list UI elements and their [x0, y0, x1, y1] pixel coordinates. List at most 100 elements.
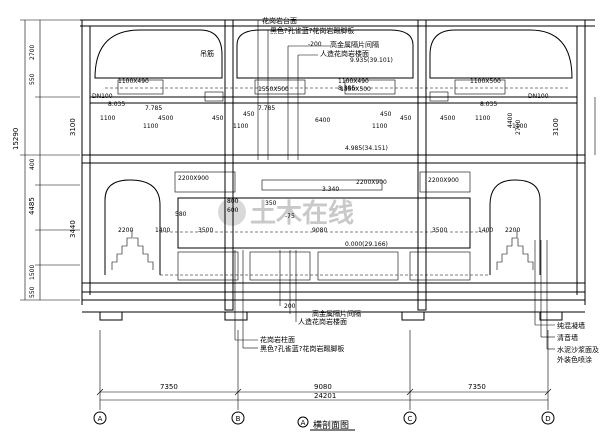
drawing-title: A 横剖面图 — [297, 416, 355, 431]
upper-dimensions: 1100 1100 4500 6400 4500 1100 1100 450 4… — [100, 111, 527, 130]
axis-A: A — [98, 415, 103, 423]
right-dim-2700: 2700 — [515, 120, 522, 135]
pipe-dn100-left: DN100 — [92, 93, 113, 100]
upper-dim-3: 4500 — [158, 115, 173, 122]
left-dim-1500: 1500 — [29, 265, 36, 280]
right-dim-4400: 4400 — [507, 113, 514, 128]
duct-size-4: 1550X500 — [340, 86, 371, 93]
upper-labels: 吊筋 1100X490 1550X500 1100X490 1550X500 1… — [92, 49, 549, 100]
structure-frame — [80, 19, 595, 321]
top-note-1: 花岗岩台面 — [262, 16, 297, 25]
duct-size-3: 1100X490 — [338, 78, 369, 85]
lower-dim-580: 580 — [175, 211, 187, 218]
lower-dim-350: 350 — [265, 200, 277, 207]
lower-dim-800: 800 — [227, 198, 239, 205]
elevation-8385: 8.385 — [338, 85, 355, 92]
span-dim-3: 7350 — [468, 383, 486, 391]
elevation-3340: 3.340 — [322, 186, 339, 193]
bottom-note-4: 高金属隔片间隔 — [312, 309, 361, 318]
lower-dim-1400a: 1400 — [155, 227, 170, 234]
left-dim-550b: 550 — [29, 286, 36, 298]
top-note-5: 人造花岗岩楼面 — [320, 49, 369, 58]
upper-dim-10: 450 — [243, 111, 255, 118]
top-leaders — [257, 19, 330, 160]
top-note-4: 高金属隔片间隔 — [330, 40, 379, 49]
title-marker: A — [301, 419, 306, 427]
lower-dim-2200b: 2200 — [505, 227, 520, 234]
upper-dim-5: 4500 — [440, 115, 455, 122]
lower-dimensions: 2200 1400 3500 9080 3500 1400 2200 800 6… — [118, 198, 520, 234]
top-note-2: 黑色?孔雀蓝?花岗岩踢脚板 — [270, 26, 354, 35]
left-dim-15290: 15290 — [12, 128, 20, 150]
lower-dim-3500a: 3500 — [198, 227, 213, 234]
right-dimension-chain: 3100 2700 4400 — [507, 97, 596, 155]
left-dim-3440: 3440 — [69, 220, 77, 238]
axis-B: B — [236, 415, 241, 423]
top-notes: 花岗岩台面 黑色?孔雀蓝?花岗岩踢脚板 -200 高金属隔片间隔 人造花岗岩楼面 — [262, 16, 379, 58]
upper-vaults — [94, 29, 573, 102]
upper-dim-7: 1100 — [512, 123, 527, 130]
elevation-marks: 9.935(39.101) 4.985(34.151) 0.000(29.166… — [108, 57, 497, 248]
hanger-label: 吊筋 — [200, 49, 214, 58]
lower-dim-600: 600 — [227, 207, 239, 214]
upper-dim-12: 1100 — [233, 123, 248, 130]
watermark-text: 土木在线 — [250, 199, 354, 229]
upper-dim-2: 1100 — [143, 123, 158, 130]
right-dim-3100a: 3100 — [552, 118, 560, 136]
lower-dim-9080: 9080 — [312, 227, 327, 234]
lower-labels: 2200X900 2200X900 2200X900 — [178, 175, 459, 186]
upper-dim-6: 1100 — [372, 123, 387, 130]
bottom-notes: 花岗岩柱面 黑色?孔雀蓝?花岗岩踢脚板 200 高金属隔片间隔 人造花岗岩楼面 — [260, 303, 361, 353]
lower-box-3: 2200X900 — [428, 177, 459, 184]
upper-dim-8: 450 — [212, 115, 224, 122]
top-note-3: -200 — [308, 41, 322, 48]
lower-dim-minus75: -75 — [285, 213, 295, 220]
left-dim-550: 550 — [29, 73, 36, 85]
right-note-2: 清音墙 — [557, 333, 578, 342]
right-notes-group: 纯混凝墙 清音墙 水泥沙浆面及 外装色喷涂 — [534, 240, 599, 364]
bottom-note-3: 200 — [284, 303, 296, 310]
elevation-7785b: 7.785 — [258, 105, 275, 112]
bottom-note-1: 花岗岩柱面 — [260, 335, 295, 344]
span-dim-1: 7350 — [160, 383, 178, 391]
pipe-dn100-right: DN100 — [528, 93, 549, 100]
lower-dim-2200a: 2200 — [118, 227, 133, 234]
left-dim-2700: 2700 — [29, 45, 36, 60]
elevation-4985: 4.985(34.151) — [345, 145, 388, 152]
upper-dim-9: 450 — [400, 115, 412, 122]
upper-dim-11: 450 — [380, 111, 392, 118]
left-dim-3100: 3100 — [69, 118, 77, 136]
lower-box-2: 2200X900 — [356, 179, 387, 186]
axis-bubbles: A B C D — [93, 411, 555, 425]
axis-C: C — [408, 415, 413, 423]
upper-dim-1: 1100 — [100, 115, 115, 122]
axis-D: D — [545, 415, 550, 423]
elevation-9935: 9.935(39.101) — [350, 57, 393, 64]
span-dim-2: 9080 — [314, 383, 332, 391]
lower-vaults — [104, 171, 541, 281]
upper-dim-13: 1100 — [475, 115, 490, 122]
lower-dim-1400b: 1400 — [478, 227, 493, 234]
elevation-8035b: 8.035 — [480, 101, 497, 108]
duct-size-1: 1100X490 — [118, 78, 149, 85]
bottom-leaders — [234, 250, 297, 349]
lower-box-1: 2200X900 — [178, 175, 209, 182]
elevation-8035a: 8.035 — [108, 101, 125, 108]
bottom-dimension-chain: 7350 9080 7350 24201 — [96, 330, 552, 410]
elevation-0000: 0.000(29.166) — [345, 241, 388, 248]
title-text: 横剖面图 — [313, 419, 349, 431]
bottom-note-2: 黑色?孔雀蓝?花岗岩踢脚板 — [260, 344, 344, 353]
left-dim-400: 400 — [29, 158, 36, 170]
duct-size-2: 1550X500 — [258, 86, 289, 93]
right-note-4: 外装色喷涂 — [557, 355, 592, 364]
lower-dim-3500b: 3500 — [432, 227, 447, 234]
right-note-3: 水泥沙浆面及 — [557, 345, 599, 354]
bottom-note-5: 人造花岗岩楼面 — [298, 317, 347, 326]
duct-size-5: 1100X500 — [470, 78, 501, 85]
elevation-7785a: 7.785 — [145, 105, 162, 112]
right-note-1: 纯混凝墙 — [557, 321, 585, 330]
overall-dim: 24201 — [314, 392, 336, 400]
left-dim-4485: 4485 — [28, 197, 36, 215]
upper-dim-4: 6400 — [315, 117, 330, 124]
